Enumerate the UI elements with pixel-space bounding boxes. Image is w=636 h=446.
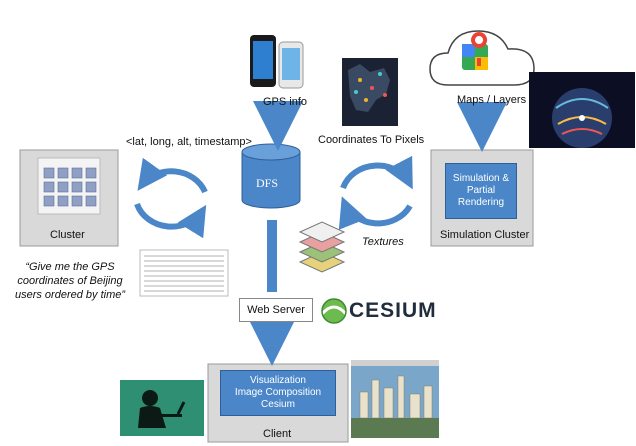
server-cluster-icon <box>37 157 101 215</box>
dfs-label: DFS <box>256 176 279 190</box>
google-maps-icon <box>462 32 488 70</box>
cesium-logo-text: CESIUM <box>349 299 437 322</box>
cluster-label: Cluster <box>50 229 85 241</box>
client-visualization-box: Visualization Image Composition Cesium <box>220 370 336 416</box>
simulation-cluster-label: Simulation Cluster <box>440 229 530 241</box>
cycle-arrow-right-top <box>340 155 413 190</box>
gps-info-label: GPS info <box>263 96 308 108</box>
europe-map-icon <box>342 58 398 126</box>
query-text: “Give me the GPS coordinates of Beijing … <box>14 261 126 301</box>
textures-label: Textures <box>362 236 404 248</box>
client-box-line-2: Image Composition <box>234 387 322 398</box>
web-server-box: Web Server <box>239 298 313 322</box>
maps-layers-label: Maps / Layers <box>457 94 527 106</box>
lat-long-label: <lat, long, alt, timestamp> <box>126 136 252 148</box>
simulation-box-line-3: Rendering <box>457 197 505 208</box>
client-label: Client <box>263 428 292 440</box>
user-laptop-icon <box>120 380 204 436</box>
globe-render-icon <box>529 72 635 148</box>
phones-icon <box>250 35 304 89</box>
coords-to-pixels-label: Coordinates To Pixels <box>318 134 425 146</box>
client-box-line-3: Cesium <box>261 399 295 410</box>
client-box-line-1: Visualization <box>250 375 306 386</box>
cycle-arrow-right-bottom <box>338 196 413 230</box>
cesium-logo-icon <box>320 298 348 324</box>
texture-layers-icon <box>298 221 346 273</box>
simulation-rendering-box: Simulation & Partial Rendering <box>445 163 517 219</box>
gps-table-icon <box>139 249 229 297</box>
simulation-box-line-1: Simulation & <box>452 173 510 184</box>
city-3d-icon <box>351 360 439 438</box>
simulation-box-line-2: Partial <box>466 185 496 196</box>
cycle-arrow-left-top <box>137 157 208 194</box>
cycle-arrow-left-bottom <box>134 202 207 239</box>
